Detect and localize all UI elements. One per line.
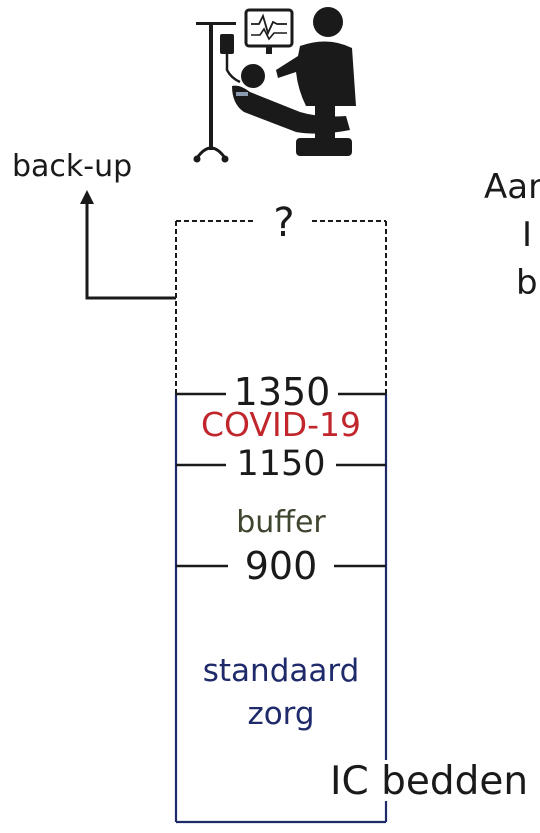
cut-text-line3: b (516, 263, 538, 303)
level-lines (176, 392, 386, 568)
buffer-label: buffer (236, 505, 326, 540)
level-900-label: 900 (244, 544, 318, 588)
standard-care-label-line2: zorg (247, 696, 315, 732)
ic-beds-label: IC bedden (328, 759, 531, 804)
level-1350-label: 1350 (233, 370, 331, 414)
level-1150-label: 1150 (236, 444, 326, 484)
backup-arrow (80, 190, 176, 300)
backup-label: back-up (12, 149, 133, 184)
standard-care-label-line1: standaard (202, 653, 360, 689)
cut-text-line2: I (522, 215, 533, 255)
iv-drip-icon (193, 22, 241, 163)
backup-capacity-box (175, 220, 387, 394)
covid-label: COVID-19 (200, 405, 362, 444)
heart-monitor-icon (244, 8, 294, 54)
cut-text-line1: Aan (484, 167, 540, 207)
doctor-icon (276, 7, 356, 106)
question-mark: ? (273, 200, 295, 246)
icu-patient-icon (193, 7, 356, 163)
